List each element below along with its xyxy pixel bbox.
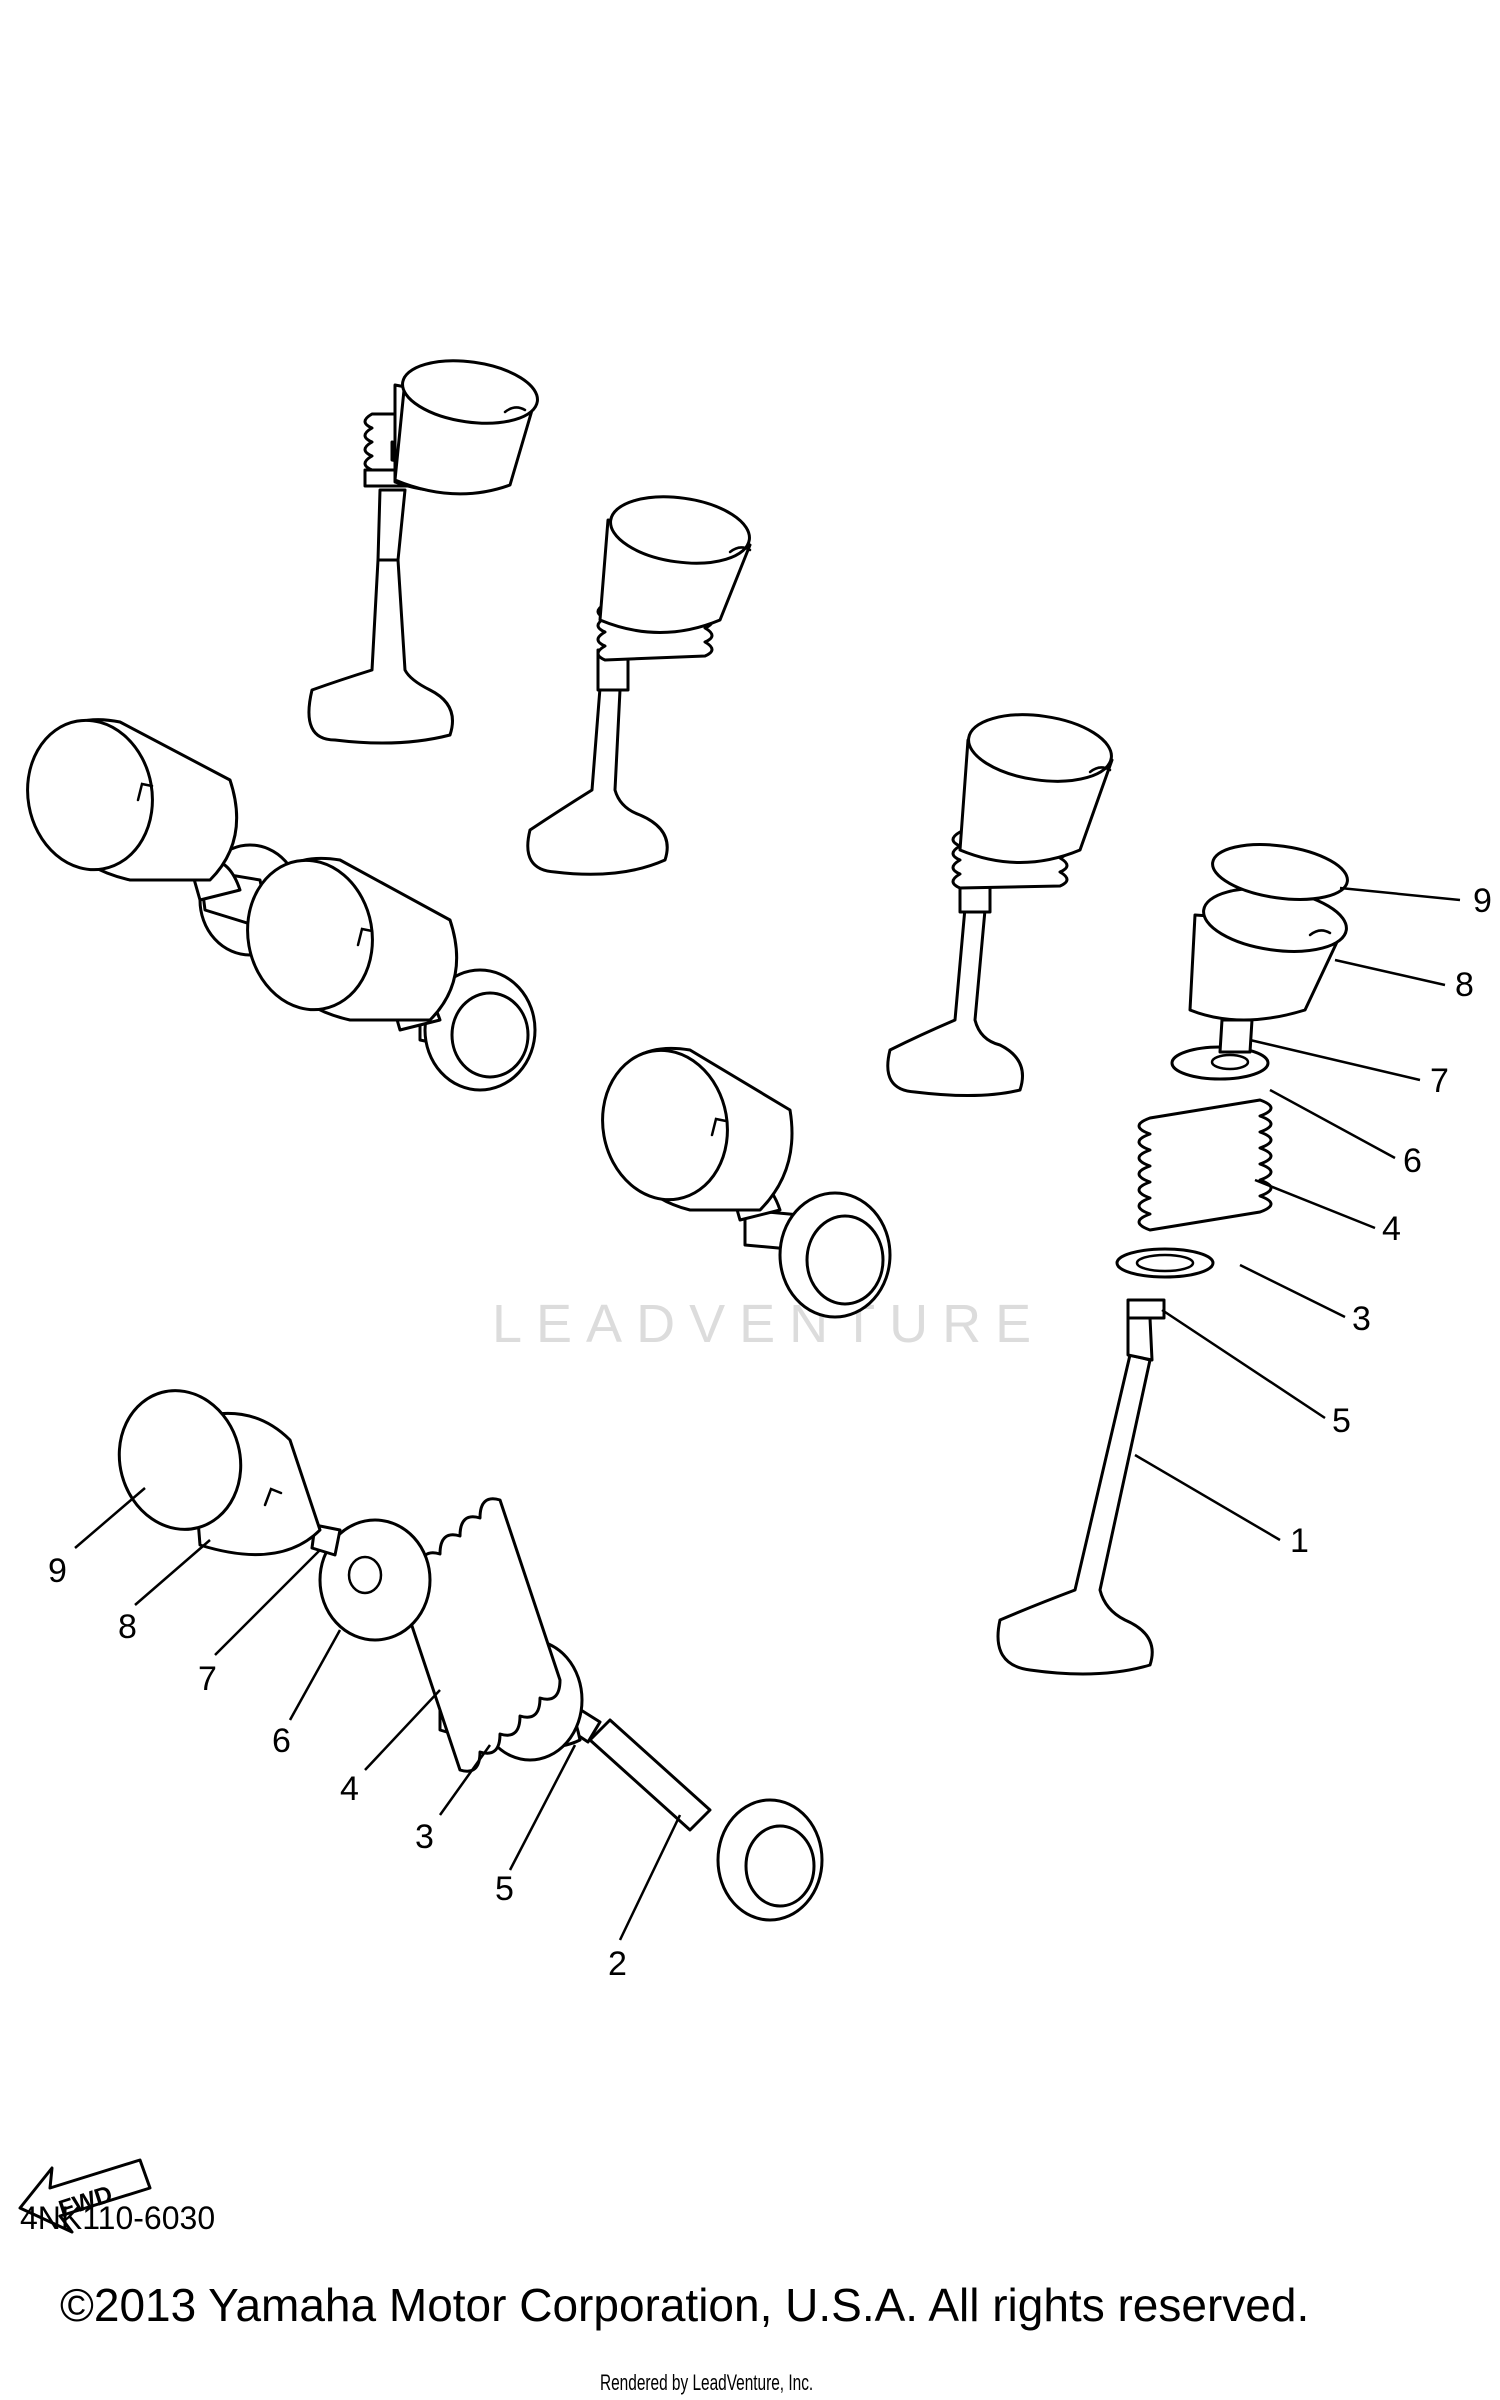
callout-2-left: 2 [608, 1945, 627, 1983]
valve-assembly-upper-middle [526, 495, 752, 876]
exploded-valve-right [996, 843, 1349, 1676]
callout-5-left: 5 [495, 1870, 514, 1908]
callout-6-right: 6 [1403, 1142, 1422, 1180]
callouts-right: 9 8 7 6 4 3 5 1 [1290, 882, 1492, 1560]
copyright-text: ©2013 Yamaha Motor Corporation, U.S.A. A… [60, 2279, 1310, 2331]
exploded-valve-lower-left [117, 1389, 824, 1922]
callout-3-left: 3 [415, 1818, 434, 1856]
leader-lines-right [1134, 886, 1461, 1542]
callout-5-right: 5 [1332, 1402, 1351, 1440]
callout-9-right: 9 [1473, 882, 1492, 920]
callout-9-left: 9 [48, 1552, 67, 1590]
callout-8-right: 8 [1455, 966, 1474, 1004]
valve-assembly-upper-left [307, 359, 539, 745]
callout-3-right: 3 [1352, 1300, 1371, 1338]
watermark-text: LEADVENTURE [492, 1294, 1045, 1354]
callout-1-right: 1 [1290, 1522, 1309, 1560]
leader-lines-left [74, 1487, 682, 1941]
rendered-by-text: Rendered by LeadVenture, Inc. [600, 2370, 814, 2395]
valve-assembly-center [601, 1046, 892, 1319]
valve-assembly-left-front [246, 856, 537, 1092]
callout-7-left: 7 [198, 1660, 217, 1698]
callout-4-left: 4 [340, 1770, 359, 1808]
callout-7-right: 7 [1430, 1062, 1449, 1100]
diagram-code: 4NK110-6030 [20, 2200, 216, 2236]
valve-assembly-right-middle [886, 713, 1114, 1098]
callout-8-left: 8 [118, 1608, 137, 1646]
callouts-left: 9 8 7 6 4 3 5 2 [48, 1552, 627, 1983]
callout-6-left: 6 [272, 1722, 291, 1760]
callout-4-right: 4 [1382, 1210, 1401, 1248]
fwd-arrow-icon: FWD [18, 2158, 152, 2234]
